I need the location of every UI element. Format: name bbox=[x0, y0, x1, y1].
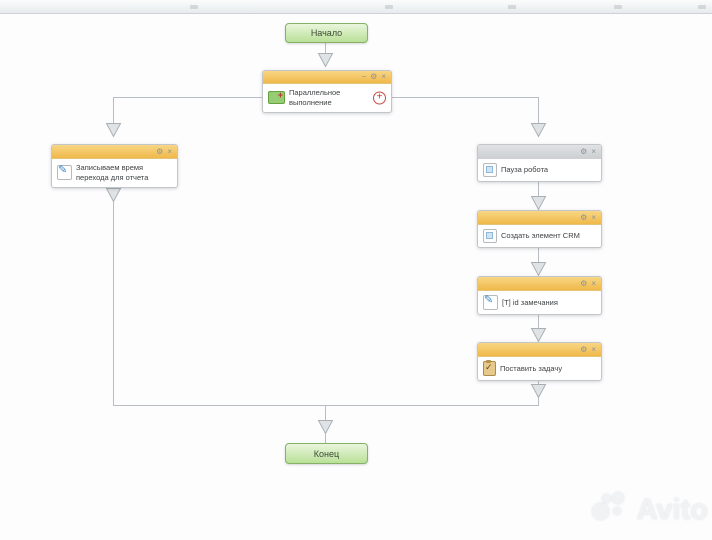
start-node[interactable]: Начало bbox=[285, 23, 368, 43]
block-parallel-execution[interactable]: − ⚙ × + Параллельное выполнение + bbox=[262, 70, 392, 113]
block-header: ⚙ × bbox=[478, 343, 601, 357]
toolbar-icon bbox=[508, 5, 516, 9]
settings-gear-icon[interactable]: ⚙ bbox=[580, 146, 588, 156]
watermark-dot bbox=[613, 507, 621, 515]
toolbar-icon bbox=[385, 5, 393, 9]
avito-watermark: Avito bbox=[592, 492, 708, 532]
toolbar-icon bbox=[190, 5, 198, 9]
block-title: Параллельное выполнение bbox=[289, 88, 341, 107]
block-set-task[interactable]: ⚙ × ✓ Поставить задачу bbox=[477, 342, 602, 381]
edit-document-icon: ✎ bbox=[483, 294, 498, 310]
watermark-dot bbox=[592, 503, 609, 520]
close-icon[interactable]: × bbox=[167, 146, 172, 156]
block-header: ⚙ × bbox=[478, 145, 601, 159]
minimize-icon[interactable]: − bbox=[361, 72, 367, 81]
watermark-dot bbox=[602, 494, 611, 503]
activity-icon bbox=[483, 229, 497, 243]
watermark-dot bbox=[612, 492, 624, 504]
close-icon[interactable]: × bbox=[381, 72, 386, 81]
settings-gear-icon[interactable]: ⚙ bbox=[580, 212, 588, 222]
parallel-execution-icon: + bbox=[268, 90, 285, 105]
watermark-text: Avito bbox=[636, 494, 708, 526]
block-title: Пауза робота bbox=[501, 165, 549, 175]
task-icon: ✓ bbox=[483, 360, 496, 376]
block-title: Создать элемент CRM bbox=[501, 231, 580, 241]
block-create-crm[interactable]: ⚙ × Создать элемент CRM bbox=[477, 210, 602, 248]
end-node[interactable]: Конец bbox=[285, 443, 368, 464]
close-icon[interactable]: × bbox=[591, 278, 596, 288]
top-toolbar bbox=[0, 0, 712, 14]
block-header: − ⚙ × bbox=[263, 71, 391, 84]
close-icon[interactable]: × bbox=[591, 344, 596, 354]
activity-icon bbox=[483, 163, 497, 177]
close-icon[interactable]: × bbox=[591, 146, 596, 156]
block-title: [T] id замечания bbox=[502, 297, 558, 307]
block-pause-robot[interactable]: ⚙ × Пауза робота bbox=[477, 144, 602, 182]
block-header: ⚙ × bbox=[52, 145, 177, 159]
block-header: ⚙ × bbox=[478, 211, 601, 225]
toolbar-icon bbox=[614, 5, 622, 9]
settings-gear-icon[interactable]: ⚙ bbox=[370, 72, 378, 81]
block-header: ⚙ × bbox=[478, 277, 601, 291]
block-record-time[interactable]: ⚙ × ✎ Записываем время перехода для отче… bbox=[51, 144, 178, 188]
toolbar-icon bbox=[698, 5, 706, 9]
block-t-id-note[interactable]: ⚙ × ✎ [T] id замечания bbox=[477, 276, 602, 315]
settings-gear-icon[interactable]: ⚙ bbox=[580, 278, 588, 288]
close-icon[interactable]: × bbox=[591, 212, 596, 222]
settings-gear-icon[interactable]: ⚙ bbox=[580, 344, 588, 354]
add-branch-button[interactable]: + bbox=[373, 91, 386, 105]
settings-gear-icon[interactable]: ⚙ bbox=[156, 146, 164, 156]
edit-document-icon: ✎ bbox=[57, 164, 72, 181]
block-title: Поставить задачу bbox=[500, 363, 563, 373]
block-title: Записываем время перехода для отчета bbox=[76, 163, 149, 182]
